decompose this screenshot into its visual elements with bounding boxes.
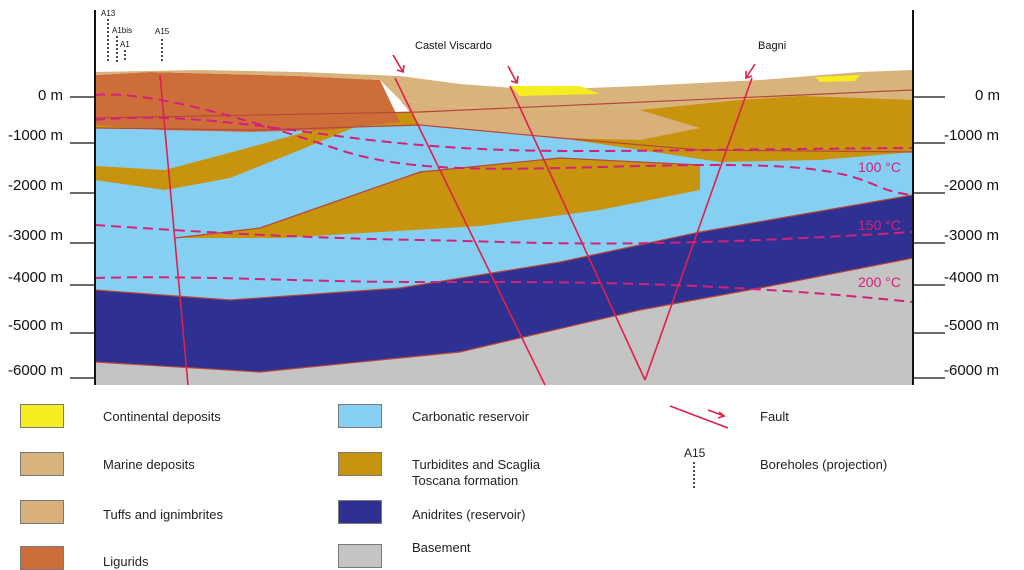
depth-label-right: -3000 m	[944, 227, 999, 244]
fault-line	[644, 77, 753, 381]
fault-arrow	[507, 65, 519, 85]
fault-arrow	[745, 63, 756, 80]
depth-label-right: -2000 m	[944, 177, 999, 194]
isotherm-label-200: 200 °C	[858, 274, 901, 290]
depth-label-left: 0 m	[38, 87, 63, 104]
depth-label-left: -2000 m	[8, 177, 63, 194]
borehole-label-a1: A1	[120, 40, 130, 49]
fault-line	[159, 74, 189, 386]
marine-deposits-unit	[95, 70, 913, 112]
depth-label-right: -1000 m	[944, 127, 999, 144]
depth-label-right: -4000 m	[944, 269, 999, 286]
depth-label-left: -6000 m	[8, 362, 63, 379]
fault-arrow	[392, 54, 405, 74]
borehole-label-a1bis: A1bis	[112, 26, 132, 35]
depth-label-left: -3000 m	[8, 227, 63, 244]
depth-label-left: -1000 m	[8, 127, 63, 144]
isotherm-100-lower	[94, 93, 914, 196]
contact-line	[174, 157, 701, 239]
depth-label-right: -6000 m	[944, 362, 999, 379]
depth-label-right: -5000 m	[944, 317, 999, 334]
fault-line	[509, 85, 646, 381]
isotherm-200	[94, 276, 914, 303]
turbidites-left-band	[95, 125, 360, 190]
contact-line	[94, 257, 914, 373]
place-label-bagni: Bagni	[758, 40, 786, 52]
contact-line	[94, 89, 914, 119]
depth-label-right: 0 m	[975, 87, 1000, 104]
continental-deposits-pocket-right	[815, 75, 860, 82]
ligurids-unit	[95, 72, 400, 132]
isotherm-label-100: 100 °C	[858, 159, 901, 175]
isotherm-150	[94, 224, 914, 245]
turbidites-inner-band	[175, 158, 700, 238]
fault-line	[394, 77, 546, 386]
contact-line	[94, 194, 914, 301]
continental-deposits-pocket	[510, 86, 600, 96]
place-label-castel-viscardo: Castel Viscardo	[415, 40, 492, 52]
depth-label-left: -4000 m	[8, 269, 63, 286]
basement-unit	[95, 258, 913, 385]
borehole-label-a15: A15	[155, 27, 170, 36]
isotherm-label-150: 150 °C	[858, 217, 901, 233]
borehole-label-a13: A13	[101, 9, 116, 18]
isotherm-100	[94, 116, 914, 153]
anidrites-unit	[95, 195, 913, 372]
depth-label-left: -5000 m	[8, 317, 63, 334]
